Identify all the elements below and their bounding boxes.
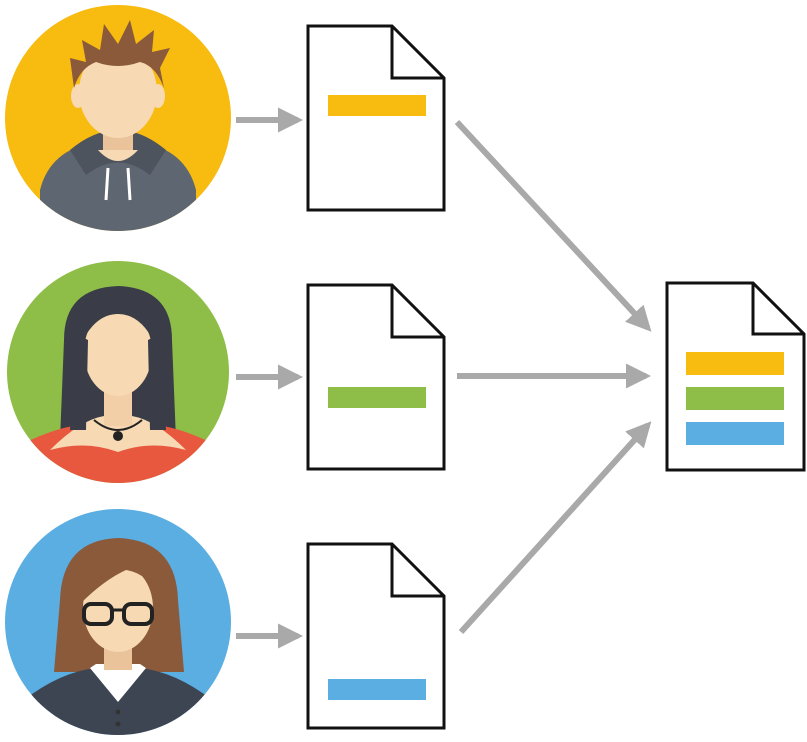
merged-bar-blue: [686, 422, 784, 445]
arrow-doc1-to-merged: [454, 119, 652, 332]
document-fold: [390, 26, 444, 80]
woman-glasses-avatar: [5, 509, 231, 735]
document-1: [306, 24, 446, 212]
document-bar-yellow: [328, 95, 426, 116]
arrow-doc3-to-merged: [458, 421, 652, 635]
document-bar-green: [328, 387, 426, 408]
document-page: [306, 542, 446, 730]
document-fold: [751, 283, 804, 336]
document-3: [306, 542, 446, 730]
merged-bar-yellow: [686, 352, 784, 375]
merged-document: [665, 281, 806, 472]
merged-bar-green: [686, 387, 784, 410]
woman-long-hair-avatar: [7, 261, 229, 483]
document-page: [306, 283, 446, 471]
document-fold: [390, 285, 444, 339]
document-2: [306, 283, 446, 471]
document-bar-blue: [328, 679, 426, 700]
document-page: [306, 24, 446, 212]
document-fold: [390, 544, 444, 598]
man-hoodie-avatar: [5, 5, 231, 231]
